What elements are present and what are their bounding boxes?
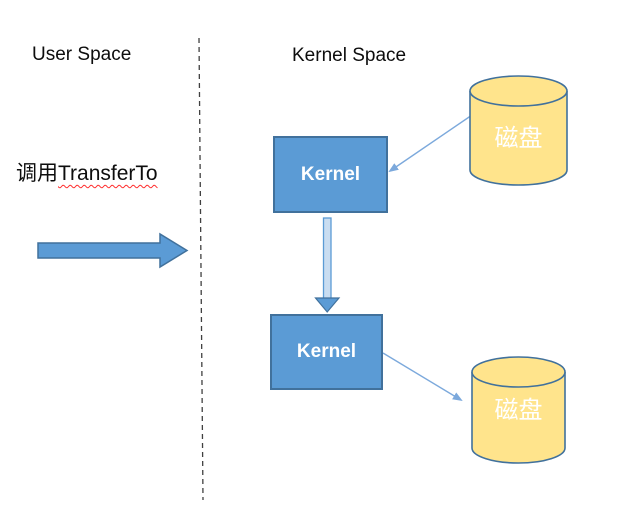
disk-top-label: 磁盘 xyxy=(494,125,543,152)
disk-to-kernel-connector xyxy=(388,112,476,173)
disk-cylinder-bottom-body xyxy=(471,372,566,464)
kernel-to-disk-connector xyxy=(382,352,463,402)
disk-cylinder-top-lid xyxy=(469,75,568,107)
space-divider-dashed-line xyxy=(198,37,204,501)
down-arrow-shaft xyxy=(322,217,332,300)
disk-cylinder-top-body xyxy=(469,91,568,186)
transferto-method-text: TransferTo xyxy=(58,162,158,185)
disk-cylinder-bottom-lid xyxy=(471,356,566,388)
kernel-box-bottom-label: Kernel xyxy=(296,341,357,362)
down-arrow-head xyxy=(314,297,341,313)
kernel-box-top xyxy=(273,136,388,213)
down-arrow-icon xyxy=(314,217,341,313)
disk-cylinder-bottom xyxy=(471,356,566,464)
kernel-box-bottom xyxy=(270,314,383,390)
kernel-space-heading: Kernel Space xyxy=(292,45,407,66)
kernel-box-top-label: Kernel xyxy=(300,163,361,185)
disk-cylinder-top xyxy=(469,75,568,186)
call-prefix-text: 调用 xyxy=(16,162,58,185)
user-space-heading: User Space xyxy=(32,44,132,65)
call-transferto-label: 调用TransferTo xyxy=(16,161,158,186)
disk-bottom-label: 磁盘 xyxy=(494,397,543,424)
right-arrow-icon xyxy=(37,232,189,269)
